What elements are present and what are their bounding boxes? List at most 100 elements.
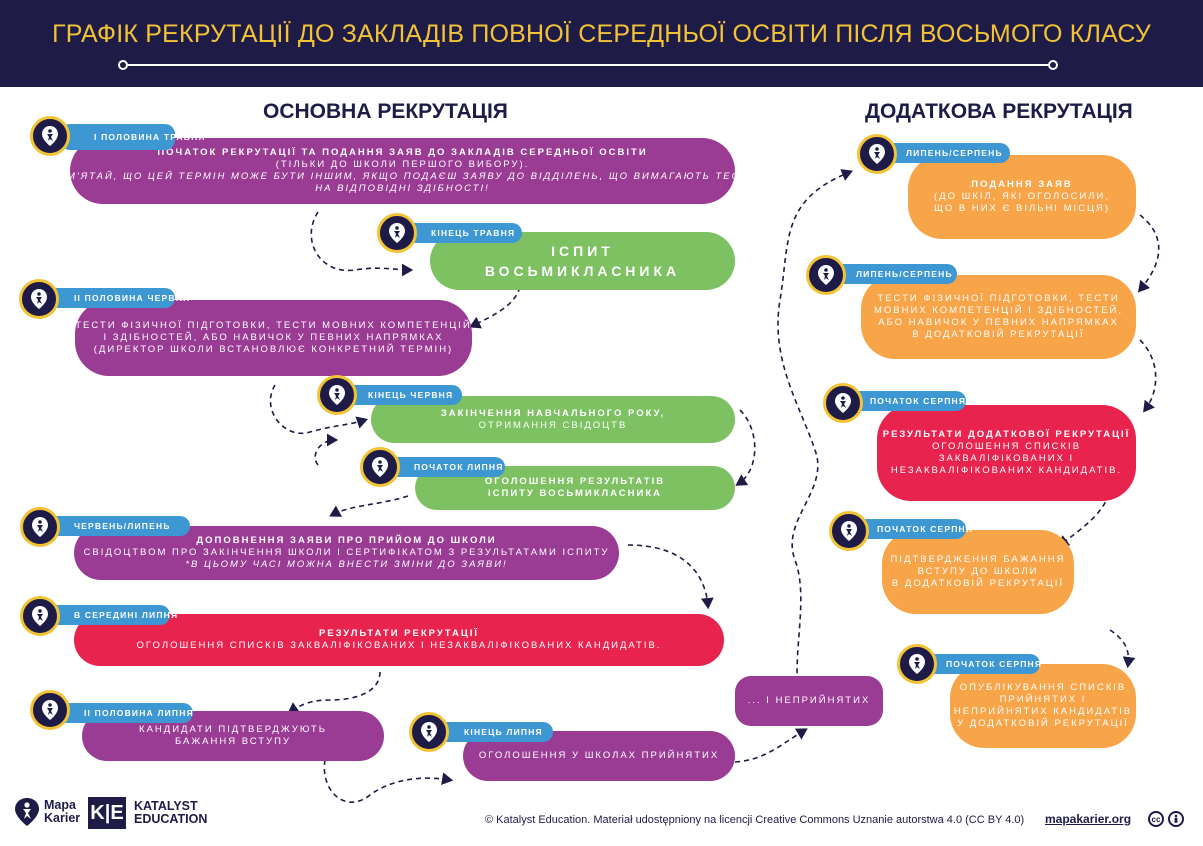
pin-badge-icon bbox=[30, 116, 70, 156]
date-tag: ПОЧАТОК СЕРПНЯ bbox=[843, 519, 972, 539]
step-accepted-announcement: ОГОЛОШЕННЯ У ШКОЛАХ ПРИЙНЯТИХ bbox=[463, 731, 735, 781]
header-bar: ГРАФІК РЕКРУТАЦІЇ ДО ЗАКЛАДІВ ПОВНОЇ СЕР… bbox=[0, 0, 1203, 87]
step-text-line: ДОПОВНЕННЯ ЗАЯВИ ПРО ПРИЙОМ ДО ШКОЛИ bbox=[196, 535, 497, 546]
header-divider bbox=[122, 64, 1052, 66]
step-text-line: ВОСЬМИКЛАСНИКА bbox=[484, 263, 681, 279]
step-text-line: НА ВІДПОВІДНІ ЗДІБНОСТІ! bbox=[315, 183, 490, 194]
step-text-line: ПІДТВЕРДЖЕННЯ БАЖАННЯ bbox=[890, 554, 1066, 565]
date-tag: КІНЕЦЬ ТРАВНЯ bbox=[397, 223, 522, 243]
step-text-line: ІСПИТУ ВОСЬМИКЛАСНИКА bbox=[487, 488, 662, 499]
step-text-line: *ПАМ'ЯТАЙ, ЩО ЦЕЙ ТЕРМІН МОЖЕ БУТИ ІНШИМ… bbox=[44, 171, 761, 182]
mapa-karier-line: Mapa bbox=[44, 798, 76, 812]
step-text-line: ЩО В НИХ Є ВІЛЬНІ МІСЦЯ) bbox=[933, 203, 1111, 214]
date-tag: І ПОЛОВИНА ТРАВНЯ bbox=[60, 124, 205, 150]
step-text-line: ЗАКІНЧЕННЯ НАВЧАЛЬНОГО РОКУ, bbox=[440, 407, 666, 419]
pin-badge-icon bbox=[829, 511, 869, 551]
website-link[interactable]: mapakarier.org bbox=[1045, 812, 1132, 826]
step-text-line: ОГОЛОШЕННЯ СПИСКІВ ЗАКВАЛІФІКОВАНИХ І НЕ… bbox=[136, 640, 662, 651]
step-recruitment-results: РЕЗУЛЬТАТИ РЕКРУТАЦІЇ ОГОЛОШЕННЯ СПИСКІВ… bbox=[74, 614, 724, 666]
katalyst-mark: K|E bbox=[88, 797, 126, 829]
step-aptitude-tests: ТЕСТИ ФІЗИЧНОЇ ПІДГОТОВКИ, ТЕСТИ МОВНИХ … bbox=[75, 300, 472, 376]
step-text-line: ТЕСТИ ФІЗИЧНОЇ ПІДГОТОВКИ, ТЕСТИ bbox=[877, 293, 1120, 304]
date-tag: ІІ ПОЛОВИНА ЧЕРВНЯ bbox=[40, 288, 189, 308]
step-text-line: ОТРИМАННЯ СВІДОЦТВ bbox=[478, 419, 628, 431]
step-text-line: СВІДОЦТВОМ ПРО ЗАКІНЧЕННЯ ШКОЛИ І СЕРТИФ… bbox=[83, 547, 610, 558]
pin-badge-icon bbox=[20, 596, 60, 636]
katalyst-line: KATALYST bbox=[134, 799, 198, 813]
page-title: ГРАФІК РЕКРУТАЦІЇ ДО ЗАКЛАДІВ ПОВНОЇ СЕР… bbox=[52, 20, 1151, 48]
pin-badge-icon bbox=[30, 690, 70, 730]
pin-badge-icon bbox=[823, 383, 863, 423]
step-text-line: ОПУБЛІКУВАННЯ СПИСКІВ bbox=[959, 682, 1127, 693]
date-tag: ЛИПЕНЬ/СЕРПЕНЬ bbox=[822, 264, 957, 284]
step-text-line: РЕЗУЛЬТАТИ ДОДАТКОВОЇ РЕКРУТАЦІЇ bbox=[882, 429, 1131, 440]
extra-step-publish-lists: ОПУБЛІКУВАННЯ СПИСКІВ ПРИЙНЯТИХ І НЕПРИЙ… bbox=[950, 664, 1136, 748]
step-text-line: ОГОЛОШЕННЯ СПИСКІВ bbox=[931, 441, 1082, 452]
step-text-line: НЕПРИЙНЯТИХ КАНДИДАТІВ bbox=[953, 706, 1133, 717]
step-text-line: РЕЗУЛЬТАТИ РЕКРУТАЦІЇ bbox=[318, 628, 480, 639]
cc-icon: cc bbox=[1148, 811, 1164, 827]
step-text-line: ТЕСТИ ФІЗИЧНОЇ ПІДГОТОВКИ, ТЕСТИ МОВНИХ … bbox=[75, 320, 472, 331]
step-text-line: І ЗДІБНОСТЕЙ, АБО НАВИЧОК У ПЕВНИХ НАПРЯ… bbox=[103, 332, 444, 343]
by-icon bbox=[1168, 811, 1184, 827]
step-text-line: ОГОЛОШЕННЯ РЕЗУЛЬТАТІВ bbox=[484, 476, 666, 487]
mapa-karier-pin-icon bbox=[15, 798, 39, 826]
pin-badge-icon bbox=[20, 507, 60, 547]
pin-badge-icon bbox=[409, 712, 449, 752]
section-title-additional: ДОДАТКОВА РЕКРУТАЦІЯ bbox=[865, 100, 1133, 123]
step-text-line: ЗАКВАЛІФІКОВАНИХ І bbox=[938, 453, 1075, 464]
step-text-line: НЕЗАКВАЛІФІКОВАНИХ КАНДИДАТІВ. bbox=[890, 465, 1123, 476]
step-text-line: ОГОЛОШЕННЯ У ШКОЛАХ ПРИЙНЯТИХ bbox=[478, 750, 720, 761]
step-text-line: ... І НЕПРИЙНЯТИХ bbox=[747, 695, 871, 706]
step-school-year-end: ЗАКІНЧЕННЯ НАВЧАЛЬНОГО РОКУ, ОТРИМАННЯ С… bbox=[371, 396, 735, 443]
date-tag: ІІ ПОЛОВИНА ЛИПНЯ bbox=[50, 703, 193, 723]
step-recruitment-start: ПОЧАТОК РЕКРУТАЦІЇ ТА ПОДАННЯ ЗАЯВ ДО ЗА… bbox=[44, 138, 759, 204]
step-text-line: БАЖАННЯ ВСТУПУ bbox=[175, 736, 291, 747]
step-text-line: *В ЦЬОМУ ЧАСІ МОЖНА ВНЕСТИ ЗМІНИ ДО ЗАЯВ… bbox=[185, 559, 508, 570]
divider-end-dot bbox=[118, 60, 128, 70]
extra-step-aptitude-tests: ТЕСТИ ФІЗИЧНОЇ ПІДГОТОВКИ, ТЕСТИ МОВНИХ … bbox=[861, 275, 1136, 359]
step-text-line: (ТІЛЬКИ ДО ШКОЛИ ПЕРШОГО ВИБОРУ). bbox=[275, 159, 530, 170]
step-text-line: (ДО ШКІЛ, ЯКІ ОГОЛОСИЛИ, bbox=[934, 191, 1110, 202]
step-text-line: ВСТУПУ ДО ШКОЛИ bbox=[917, 566, 1039, 577]
step-text-line: В ДОДАТКОВІЙ РЕКРУТАЦІЇ bbox=[891, 578, 1065, 589]
license-note: © Katalyst Education. Materiał udostępni… bbox=[485, 814, 1025, 826]
katalyst-line: EDUCATION bbox=[134, 812, 208, 826]
date-tag: В СЕРЕДИНІ ЛИПНЯ bbox=[40, 605, 177, 625]
pin-badge-icon bbox=[857, 134, 897, 174]
mapa-karier-line: Karier bbox=[44, 811, 81, 825]
step-rejected-bridge: ... І НЕПРИЙНЯТИХ bbox=[735, 676, 883, 726]
date-tag: КІНЕЦЬ ЧЕРВНЯ bbox=[334, 385, 462, 405]
pin-badge-icon bbox=[19, 279, 59, 319]
pin-badge-icon bbox=[897, 644, 937, 684]
step-text-line: (ДИРЕКТОР ШКОЛИ ВСТАНОВЛЮЄ КОНКРЕТНИЙ ТЕ… bbox=[93, 344, 454, 355]
extra-step-results: РЕЗУЛЬТАТИ ДОДАТКОВОЇ РЕКРУТАЦІЇ ОГОЛОШЕ… bbox=[877, 405, 1136, 501]
step-text-line: У ДОДАТКОВІЙ РЕКРУТАЦІЇ bbox=[957, 718, 1129, 729]
pin-badge-icon bbox=[377, 213, 417, 253]
section-title-main: ОСНОВНА РЕКРУТАЦІЯ bbox=[263, 100, 508, 123]
step-text-line: ПОЧАТОК РЕКРУТАЦІЇ ТА ПОДАННЯ ЗАЯВ ДО ЗА… bbox=[157, 147, 648, 158]
date-tag: ПОЧАТОК СЕРПНЯ bbox=[912, 654, 1041, 674]
extra-step-applications: ПОДАННЯ ЗАЯВ (ДО ШКІЛ, ЯКІ ОГОЛОСИЛИ, ЩО… bbox=[908, 155, 1136, 239]
date-tag: ЛИПЕНЬ/СЕРПЕНЬ bbox=[872, 143, 1010, 163]
date-tag: ЧЕРВЕНЬ/ЛИПЕНЬ bbox=[40, 516, 190, 536]
step-text-line: КАНДИДАТИ ПІДТВЕРДЖУЮТЬ bbox=[139, 724, 327, 735]
pin-badge-icon bbox=[360, 447, 400, 487]
pin-badge-icon bbox=[317, 375, 357, 415]
date-tag: ПОЧАТОК СЕРПНЯ bbox=[836, 391, 966, 411]
pin-badge-icon bbox=[806, 255, 846, 295]
step-text-line: ПОДАННЯ ЗАЯВ bbox=[971, 179, 1073, 190]
date-tag: КІНЕЦЬ ЛИПНЯ bbox=[430, 722, 553, 742]
step-text-line: ІСПИТ bbox=[551, 243, 614, 259]
extra-step-confirm: ПІДТВЕРДЖЕННЯ БАЖАННЯ ВСТУПУ ДО ШКОЛИ В … bbox=[882, 530, 1074, 614]
step-text-line: В ДОДАТКОВІЙ РЕКРУТАЦІЇ bbox=[912, 329, 1085, 340]
step-text-line: МОВНИХ КОМПЕТЕНЦІЙ І ЗДІБНОСТЕЙ, bbox=[873, 305, 1124, 316]
step-text-line: АБО НАВИЧОК У ПЕВНИХ НАПРЯМКАХ bbox=[878, 317, 1119, 328]
divider-end-dot bbox=[1048, 60, 1058, 70]
step-exam: ІСПИТ ВОСЬМИКЛАСНИКА bbox=[430, 232, 735, 290]
step-text-line: ПРИЙНЯТИХ І bbox=[999, 694, 1087, 705]
date-tag: ПОЧАТОК ЛИПНЯ bbox=[380, 457, 505, 477]
